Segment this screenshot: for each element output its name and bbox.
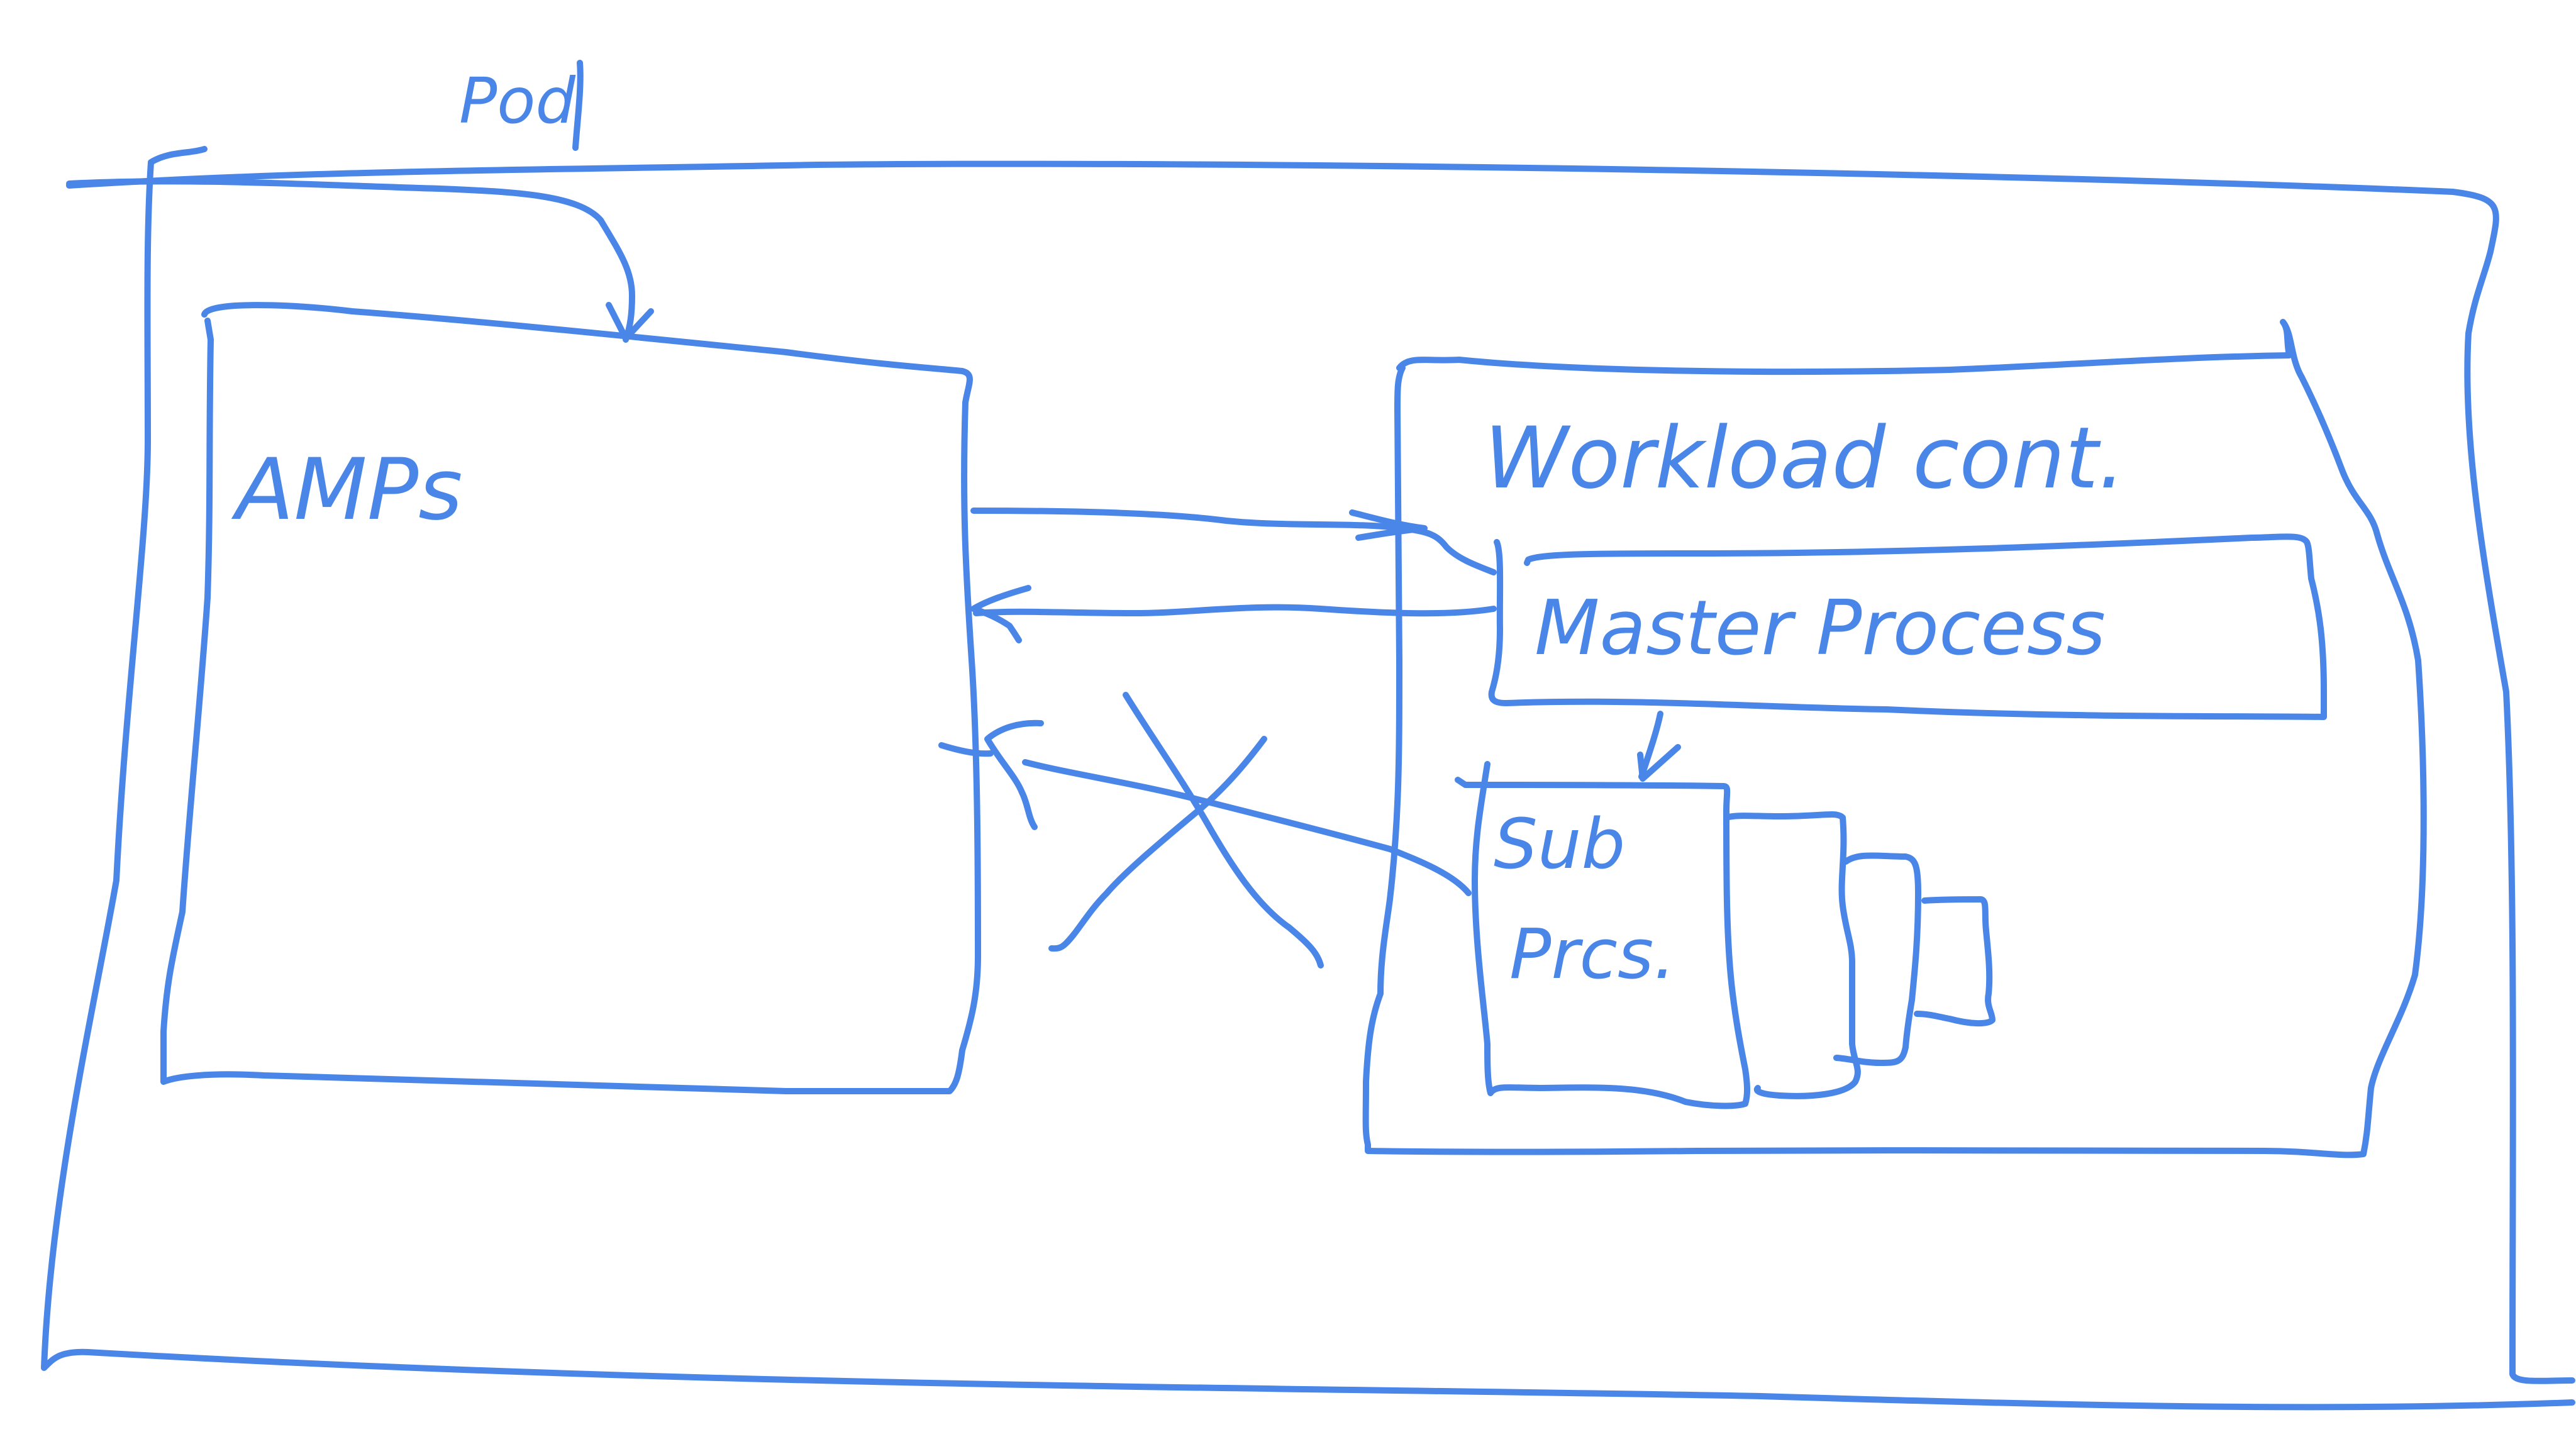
- pod-label: Pod: [459, 64, 575, 138]
- sub-process-stack-4: [1914, 896, 1996, 1027]
- workload-container-label: Workload cont.: [1484, 409, 2125, 508]
- pod-boundary: [66, 160, 2575, 1384]
- sub-to-amps-arrow: [1022, 759, 1472, 896]
- sub-process-label-line2: Prcs.: [1509, 914, 1675, 994]
- master-to-amps-arrow: [973, 604, 1497, 617]
- cross-out-mark-stroke-2: [1048, 736, 1267, 952]
- sub-to-amps-arrowhead: [984, 719, 1044, 830]
- sub-process-box: [1455, 761, 1750, 1109]
- amps-to-master-arrow: [970, 508, 1497, 575]
- master-process-label: Master Process: [1535, 585, 2106, 672]
- cross-out-mark-stroke-1: [1123, 692, 1324, 969]
- sub-to-amps-arrow-tail: [938, 742, 994, 757]
- amps-label: AMPs: [231, 440, 463, 539]
- master-process-box: [1488, 533, 2327, 720]
- workload-container-box: [1362, 319, 2427, 1158]
- amps-to-master-arrowhead: [1349, 509, 1428, 541]
- pod-label-tick: [572, 60, 584, 151]
- sub-process-label-line1: Sub: [1494, 804, 1625, 884]
- sub-process-stack-3: [1833, 852, 1921, 1066]
- master-to-sub-arrowhead: [1637, 744, 1681, 782]
- master-to-amps-arrowhead: [970, 585, 1031, 643]
- amps-box: [160, 302, 981, 1094]
- pod-boundary-bottom: [41, 146, 2575, 1411]
- sub-process-stack-2: [1723, 811, 1861, 1099]
- pod-to-amps-arrow: [66, 178, 635, 343]
